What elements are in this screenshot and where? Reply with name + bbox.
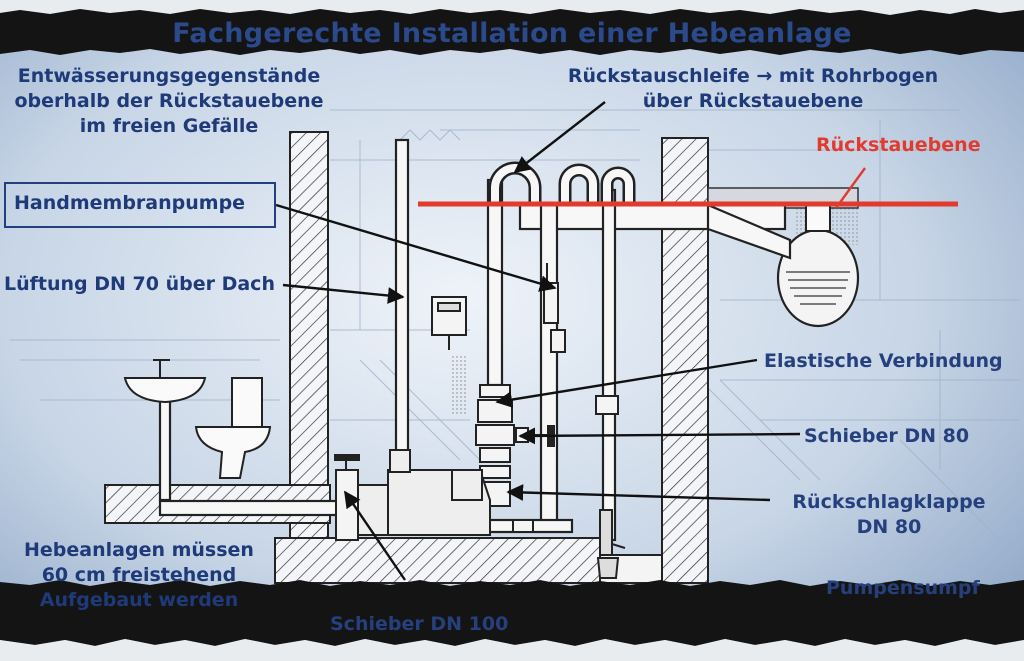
label-note-line-2: 60 cm freistehend (41, 564, 237, 586)
label-loop-line-1: Rückstauschleife → mit Rohrbogen (567, 65, 939, 87)
toilet (194, 377, 272, 479)
pipework (158, 138, 792, 542)
cable-shaft (452, 355, 466, 415)
label-drainage-fixtures: Entwässerungsgegenstände oberhalb der Rü… (4, 64, 334, 139)
left-wall (289, 131, 329, 553)
label-backwater-level: Rückstauebene (816, 134, 981, 156)
sewer-pipe (776, 204, 860, 328)
label-loop-line-2: über Rückstauebene (642, 90, 864, 112)
leader-arrows (275, 101, 801, 581)
label-gate-valve-dn80: Schieber DN 80 (804, 425, 970, 447)
label-ventilation: Lüftung DN 70 über Dach (4, 273, 275, 295)
label-elastic-connection: Elastische Verbindung (764, 350, 1003, 372)
title-strip (0, 9, 1024, 55)
label-gate-valve-dn100: Schieber DN 100 (330, 613, 509, 635)
torn-edge-bottom (0, 639, 1024, 661)
sump-pump (596, 509, 626, 579)
wash-basin (123, 359, 207, 404)
basement-floor-slab (274, 537, 601, 584)
label-pump-sump: Pumpensumpf (826, 577, 980, 599)
label-drainage-line-2: oberhalb der Rückstauebene (14, 90, 324, 112)
lifting-station (357, 449, 491, 536)
hand-pump-label-box (4, 182, 276, 228)
label-backwater-loop: Rückstauschleife → mit Rohrbogen über Rü… (548, 64, 958, 114)
hand-pump (543, 263, 566, 353)
backwater-leader (835, 167, 866, 209)
label-note-line-1: Hebeanlagen müssen (24, 539, 254, 561)
label-note-line-3: Aufgebaut werden (39, 589, 239, 611)
diagram-title: Fachgerechte Installation einer Hebeanla… (172, 18, 852, 49)
control-box (431, 296, 467, 350)
label-drainage-line-3: im freien Gefälle (79, 115, 259, 137)
label-drainage-line-1: Entwässerungsgegenstände (17, 65, 321, 87)
label-check-valve-line-2: DN 80 (856, 516, 922, 538)
label-hand-pump: Handmembranpumpe (14, 192, 246, 214)
label-check-valve-line-1: Rückschlagklappe (792, 491, 986, 513)
torn-edge-top (0, 0, 1024, 15)
label-check-valve: Rückschlagklappe DN 80 (764, 490, 1014, 540)
label-lifting-station-note: Hebeanlagen müssen 60 cm freistehend Auf… (4, 538, 274, 613)
bottom-strip (0, 580, 1024, 646)
